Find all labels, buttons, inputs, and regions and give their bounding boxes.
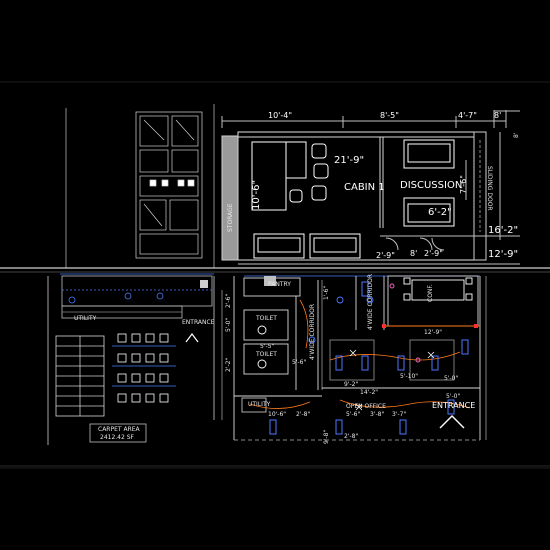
utility-label-left: UTILITY (74, 315, 97, 322)
dim-5-6: 5'-6" (346, 411, 361, 418)
storage-label: STORAGE (227, 203, 234, 232)
dim-top-3: 4'-7" (458, 111, 477, 120)
dim-top-2: 8'-5" (380, 111, 399, 120)
key-plan-thumbnail (135, 111, 203, 259)
toilet-label-2: TOILET (256, 351, 277, 358)
dim-1-6: 1'-6" (323, 285, 330, 300)
corridor-label-1: 4'WIDE CORRIDOR (309, 303, 316, 360)
lower-right-floor-plan (221, 275, 487, 441)
carpet-area-label: CARPET AREA (98, 426, 140, 433)
storage-wall (221, 135, 239, 261)
lower-left-floor-plan (47, 275, 215, 445)
dim-9-2: 9'-2" (344, 381, 359, 388)
dim-2-8: 2'-8" (296, 411, 311, 418)
sliding-door-label: SLIDING DOOR (486, 166, 493, 211)
dim-5-0: 5'-0" (444, 375, 459, 382)
dim-2-8-b: 2'-8" (344, 433, 359, 440)
conference-label: CONF. (427, 284, 434, 302)
cabin-chair-3 (311, 185, 327, 201)
dim-5-0-c: 5'-0" (225, 317, 232, 332)
dim-12-9-lower: 12'-9" (424, 329, 443, 336)
cabin-chair-2 (313, 163, 329, 179)
sofa-1 (253, 233, 305, 259)
dim-2-2: 2'-2" (225, 357, 232, 372)
discussion-dimension: 7'-6" (459, 175, 468, 194)
sofa-2 (309, 233, 361, 259)
entrance-label-left: ENTRANCE (182, 319, 215, 326)
toilet-label-1: TOILET (256, 315, 277, 322)
dim-5-10: 5'-10" (400, 373, 419, 380)
open-office-label: OPEN OFFICE (346, 403, 386, 410)
dim-5-0-b: 5'-0" (446, 393, 461, 400)
dim-16-2: 16'-2" (488, 225, 519, 236)
dim-3-7: 3'-7" (392, 411, 407, 418)
dim-top-1: 10'-4" (268, 111, 293, 120)
cabin-dimension: 21'-9" (334, 155, 365, 166)
utility-label-right: UTILITY (248, 401, 271, 408)
cabin-1-label: CABIN 1 (344, 182, 385, 193)
dim-6-2: 6'-2" (428, 207, 452, 218)
corridor-label-2: 4'WIDE CORRIDOR (367, 273, 374, 330)
section-cut-band (0, 267, 550, 277)
pantry-label: PANTRY (268, 281, 291, 288)
storage-dimension: 10'-6" (251, 179, 262, 210)
dim-5-6-b: 5'-6" (292, 359, 307, 366)
carpet-area-value: 2412.42 SF (100, 434, 134, 441)
dim-5-5: 5'-5" (260, 343, 275, 350)
entrance-arrow-left (185, 333, 199, 343)
cabin-chair-4 (289, 189, 303, 203)
dim-right-top: 8' (513, 132, 520, 138)
dim-2-9-b: 2'-9" (424, 249, 443, 258)
dim-8: 8' (410, 249, 418, 258)
dim-10-6: 10'-6" (268, 411, 287, 418)
dim-12-9-upper: 12'-9" (488, 249, 519, 260)
dim-2-6: 2'-6" (225, 293, 232, 308)
entrance-label-right: ENTRANCE (432, 401, 476, 410)
discussion-sofa-top (403, 139, 455, 169)
dim-14-2: 14'-2" (360, 389, 379, 396)
dim-9-8: 9'-8" (323, 429, 330, 444)
drawing-area (0, 82, 550, 468)
cabin-chair-1 (311, 143, 327, 159)
discussion-sofa-bottom (403, 197, 455, 227)
entrance-arrow-right (439, 415, 465, 429)
dim-3-8: 3'-8" (370, 411, 385, 418)
discussion-label: DISCUSSION (400, 180, 463, 191)
upper-floor-plan (65, 104, 520, 268)
dim-top-4: 8' (494, 111, 502, 120)
dim-2-9-a: 2'-9" (376, 251, 395, 260)
